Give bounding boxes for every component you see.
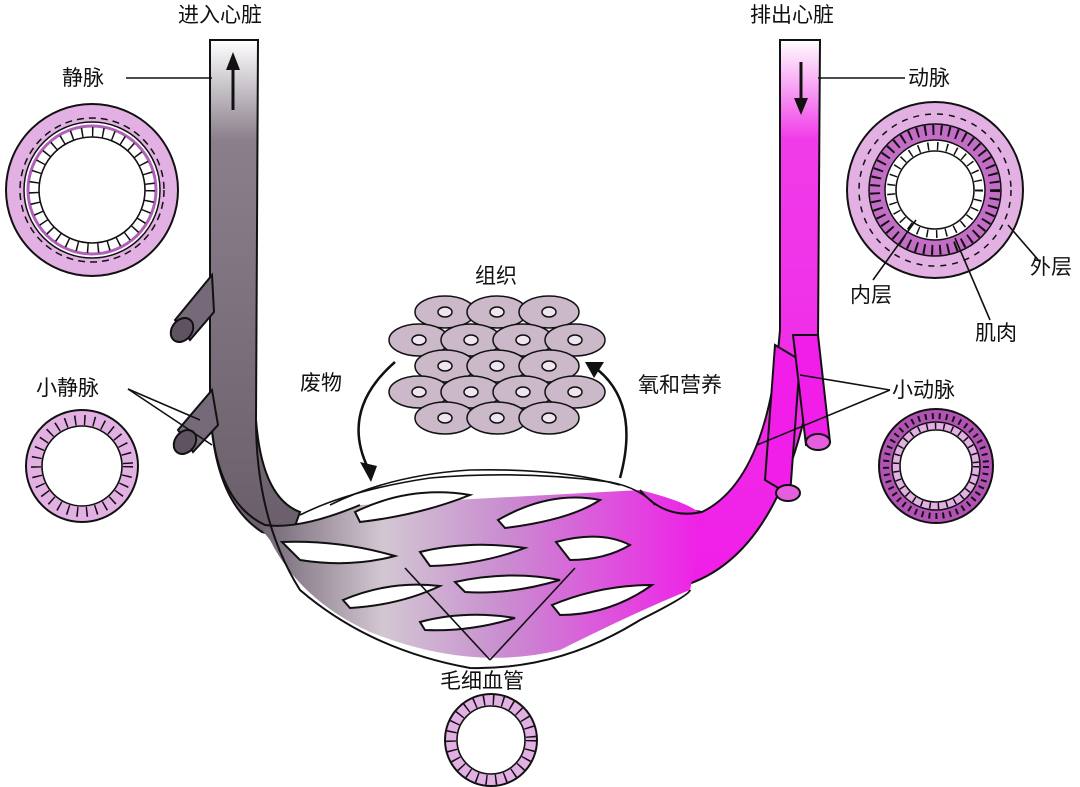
vein-vessel <box>209 39 302 542</box>
tissue-label: 组织 <box>475 264 517 288</box>
capillary-strands <box>299 469 656 516</box>
arteriole-branch-2 <box>791 334 832 451</box>
muscle-label: 肌肉 <box>975 321 1017 345</box>
tissue-cell <box>518 295 580 329</box>
waste-arrow-icon <box>357 361 396 482</box>
outer-layer-label: 外层 <box>1030 255 1072 279</box>
down-arrow-icon <box>794 62 808 115</box>
tissue-cell <box>518 349 580 383</box>
oxygen-nutrients-label: 氧和营养 <box>638 373 722 397</box>
up-arrow-icon <box>226 52 240 110</box>
arteriole-cross-section <box>878 408 994 524</box>
bottom-vessel <box>209 399 705 670</box>
tissue-cell <box>440 375 502 409</box>
inner-layer-label: 内层 <box>850 283 892 307</box>
capillary-cross-section <box>444 693 538 787</box>
tissue-cell <box>466 401 528 435</box>
tissue-cell <box>466 295 528 329</box>
tissue-cell <box>544 323 606 357</box>
arteriole-label: 小动脉 <box>892 378 955 402</box>
vein-label: 静脉 <box>62 66 104 90</box>
tissue-cells <box>388 295 606 435</box>
vein-cross-section <box>5 103 179 277</box>
venule-branch-lower <box>172 387 220 455</box>
capillary-label: 毛细血管 <box>440 669 524 693</box>
tissue-cell <box>414 295 476 329</box>
from-heart-label: 排出心脏 <box>750 3 834 27</box>
tissue-cell <box>414 401 476 435</box>
arteriole-branch-1 <box>763 343 802 502</box>
venule-branch-upper <box>169 272 216 343</box>
venule-cross-section <box>25 409 139 523</box>
tissue-cell <box>544 375 606 409</box>
capillary-bed <box>279 491 656 632</box>
tissue-cell <box>388 323 450 357</box>
oxygen-arrow-icon <box>585 362 628 479</box>
tissue-cell <box>518 401 580 435</box>
leader-lines <box>126 77 1041 661</box>
venule-label: 小静脉 <box>36 376 99 400</box>
artery-label: 动脉 <box>908 66 950 90</box>
artery-cross-section <box>846 101 1024 279</box>
to-heart-label: 进入心脏 <box>178 3 262 27</box>
waste-label: 废物 <box>300 371 342 395</box>
